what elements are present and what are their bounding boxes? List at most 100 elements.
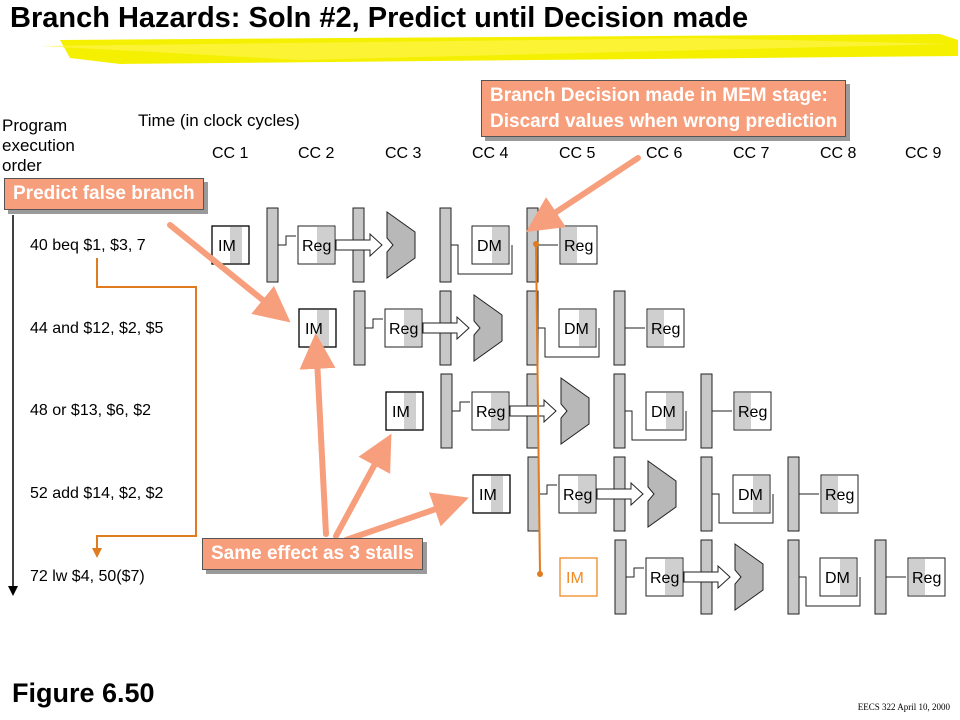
im-label: IM	[218, 238, 236, 255]
forwarding-wire	[538, 327, 600, 358]
instruction-label: 72 lw $4, 50($7)	[30, 568, 145, 585]
reg-label: Reg	[650, 570, 679, 587]
connector-line	[365, 318, 383, 329]
clock-cycle-label: CC 6	[646, 145, 683, 162]
dm-label: DM	[651, 404, 676, 421]
pipeline-register	[787, 539, 800, 615]
instruction-label: 48 or $13, $6, $2	[30, 402, 151, 419]
title-highlight	[40, 34, 958, 64]
branch-decision-callout: Branch Decision made in MEM stage: Disca…	[481, 80, 847, 138]
program-label-line: execution	[2, 136, 75, 155]
datapath-arrow	[509, 398, 557, 424]
pipeline-register	[700, 373, 713, 449]
dm-shade	[492, 227, 508, 263]
dm-shade	[840, 559, 856, 595]
im-label: IM	[566, 570, 584, 587]
decision-arrow	[525, 155, 641, 232]
reg-shade	[665, 559, 682, 595]
pipeline-register	[353, 290, 366, 366]
datapath-arrow	[596, 481, 644, 507]
pipeline-register	[613, 290, 626, 366]
program-label-line: order	[2, 156, 42, 175]
branch-target-line	[92, 258, 197, 558]
page-title: Branch Hazards: Soln #2, Predict until D…	[10, 2, 749, 34]
decision-line	[535, 243, 541, 575]
predict-false-callout: Predict false branch	[4, 178, 204, 210]
alu-shape	[734, 543, 764, 611]
instruction-memory-box	[559, 557, 598, 597]
dm-shade	[753, 476, 769, 512]
forwarding-wire	[799, 576, 861, 607]
axis-arrowhead	[8, 586, 18, 596]
clock-cycle-label: CC 2	[298, 145, 335, 162]
connector-line	[626, 567, 644, 578]
reg-shade	[404, 310, 421, 346]
im-label: IM	[479, 487, 497, 504]
branch-decision-line: Branch Decision made in MEM stage:	[490, 85, 828, 106]
reg-label: Reg	[912, 570, 941, 587]
im-shade	[230, 227, 242, 263]
time-axis-label: Time (in clock cycles)	[138, 111, 300, 130]
reg-shade	[648, 310, 664, 346]
datapath-arrow	[683, 564, 731, 590]
figure-label: Figure 6.50	[12, 678, 155, 708]
alu-shape	[473, 294, 503, 362]
clock-cycle-label: CC 7	[733, 145, 770, 162]
reg-shade	[578, 476, 595, 512]
decision-dot	[533, 241, 539, 247]
pipeline-register	[874, 539, 887, 615]
instruction-label: 52 add $14, $2, $2	[30, 485, 164, 502]
reg-label: Reg	[564, 238, 593, 255]
alu-shape	[647, 460, 677, 528]
predict-false-text: Predict false branch	[13, 183, 195, 204]
decision-dot	[537, 571, 543, 577]
dm-shade	[666, 393, 682, 429]
reg-label: Reg	[302, 238, 331, 255]
reg-label: Reg	[476, 404, 505, 421]
branch-decision-line: Discard values when wrong prediction	[490, 110, 838, 132]
stall-arrow	[343, 492, 469, 543]
clock-cycle-label: CC 8	[820, 145, 857, 162]
im-label: IM	[392, 404, 410, 421]
connector-line	[539, 484, 557, 495]
stall-arrow	[299, 332, 336, 537]
clock-cycle-label: CC 4	[472, 145, 509, 162]
reg-label: Reg	[738, 404, 767, 421]
reg-shade	[317, 227, 334, 263]
reg-shade	[735, 393, 751, 429]
clock-cycle-label: CC 1	[212, 145, 249, 162]
reg-label: Reg	[651, 321, 680, 338]
pipeline-register	[266, 207, 279, 283]
forwarding-wire	[451, 244, 513, 275]
connector-line	[278, 235, 296, 246]
predict-arrow	[167, 222, 291, 323]
program-label-line: Program	[2, 116, 68, 135]
im-shade	[404, 393, 416, 429]
datapath-arrow	[422, 315, 470, 341]
dm-label: DM	[825, 570, 850, 587]
clock-cycle-label: CC 9	[905, 145, 942, 162]
reg-shade	[561, 227, 577, 263]
alu-shape	[560, 377, 590, 445]
im-label: IM	[305, 321, 323, 338]
dm-label: DM	[738, 487, 763, 504]
pipeline-register	[700, 456, 713, 532]
reg-shade	[491, 393, 508, 429]
pipeline-register	[613, 373, 626, 449]
pipeline-register	[439, 207, 452, 283]
stalls-callout: Same effect as 3 stalls	[202, 538, 423, 570]
connector-line	[452, 401, 470, 412]
reg-label: Reg	[389, 321, 418, 338]
stalls-text: Same effect as 3 stalls	[211, 543, 414, 564]
pipeline-register	[440, 373, 453, 449]
reg-label: Reg	[563, 487, 592, 504]
footer-text: EECS 322 April 10, 2000	[857, 702, 950, 712]
program-axis-label: Program execution order	[2, 116, 75, 176]
pipeline-register	[527, 456, 540, 532]
instruction-label: 44 and $12, $2, $5	[30, 320, 164, 337]
stall-arrow	[333, 433, 392, 539]
forwarding-wire	[625, 410, 687, 441]
alu-shape	[386, 211, 416, 279]
clock-cycle-label: CC 5	[559, 145, 596, 162]
